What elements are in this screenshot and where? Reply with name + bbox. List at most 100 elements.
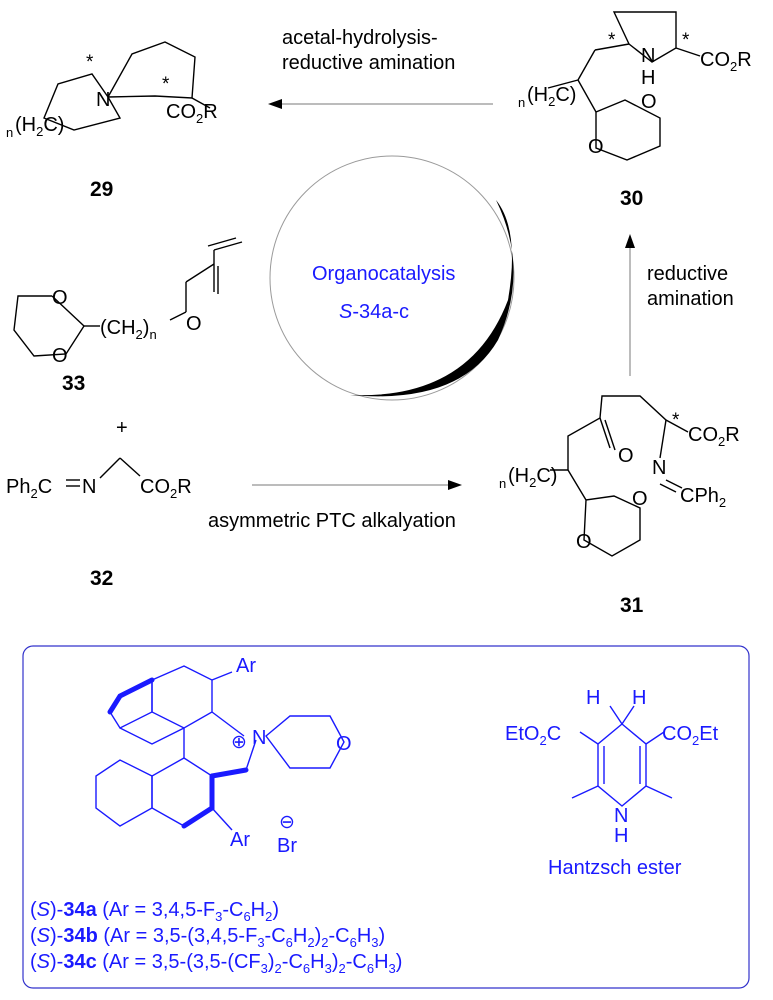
svg-text:(S)-34b (Ar = 3,5-(3,4,5-F3-C6: (S)-34b (Ar = 3,5-(3,4,5-F3-C6H2)2-C6H3) bbox=[30, 925, 385, 950]
c30-ester-sub: 2 bbox=[730, 59, 737, 74]
cat-O: O bbox=[336, 733, 352, 755]
legend-34a-desc: (Ar = 3,4,5-F bbox=[97, 899, 215, 921]
compound-30: N H * * CO2R O O n (H2C) 30 bbox=[518, 11, 752, 210]
c30-star2: * bbox=[682, 30, 690, 51]
legend-34c-s: S bbox=[37, 951, 51, 973]
c32-ph: Ph bbox=[6, 476, 30, 498]
arrow-bottom-label: asymmetric PTC alkalyation bbox=[208, 510, 456, 532]
legend-34a-open: ( bbox=[30, 899, 37, 921]
svg-text:CO2R: CO2R bbox=[688, 424, 740, 449]
legend-34a-s: S bbox=[37, 899, 51, 921]
c29-group-left: (H bbox=[15, 114, 36, 136]
c32-N: N bbox=[82, 476, 96, 498]
c31-ester-co: CO bbox=[688, 424, 718, 446]
compound-32: Ph2C N CO2R 32 bbox=[6, 457, 192, 590]
legend-34c-close: )- bbox=[50, 951, 63, 973]
plus-sign: + bbox=[116, 417, 128, 439]
c31-O1: O bbox=[632, 488, 648, 510]
arrow-top-line2: reductive amination bbox=[282, 52, 455, 74]
hantzsch-ester: H H EtO2C CO2Et N H Hantzsch ester bbox=[505, 687, 719, 879]
center-s: S bbox=[339, 301, 353, 323]
compound-33: O O O (CH2)n 33 bbox=[13, 237, 243, 395]
c30-label: 30 bbox=[620, 187, 643, 210]
center-rest: -34a-c bbox=[352, 301, 409, 323]
c29-ester-sub: 2 bbox=[196, 111, 203, 126]
svg-text:Ph2C: Ph2C bbox=[6, 476, 52, 501]
svg-text:(S)-34c (Ar = 3,5-(3,5-(CF3)2-: (S)-34c (Ar = 3,5-(3,5-(CF3)2-C6H3)2-C6H… bbox=[30, 951, 402, 976]
c31-group-right: C) bbox=[536, 465, 557, 487]
arrow-right: reductive amination bbox=[625, 234, 734, 376]
c31-n: n bbox=[499, 476, 506, 491]
c33-O1: O bbox=[52, 287, 68, 309]
cat-minus: ⊖ bbox=[279, 812, 295, 833]
c30-group-right: C) bbox=[555, 84, 576, 106]
binaphthyl-ammonium: Ar Ar N O ⊕ ⊖ Br bbox=[95, 655, 352, 857]
c30-group-left: (H bbox=[527, 84, 548, 106]
c31-imine-c: CPh bbox=[680, 485, 719, 507]
svg-text:EtO2C: EtO2C bbox=[505, 723, 561, 748]
c32-ester-co: CO bbox=[140, 476, 170, 498]
c31-N: N bbox=[652, 457, 666, 479]
catalyst-legend: (S)-34a (Ar = 3,4,5-F3-C6H2) (S)-34b (Ar… bbox=[30, 899, 402, 976]
arrow-right-line2: amination bbox=[647, 288, 734, 310]
compound-29: N * * n (H2C) CO2R 29 bbox=[6, 41, 218, 201]
legend-34b-desc: (Ar = 3,5-(3,4,5-F bbox=[98, 925, 258, 947]
c32-ph-c: C bbox=[38, 476, 52, 498]
center-line1: Organocatalysis bbox=[312, 263, 455, 285]
cat-ar-bottom: Ar bbox=[230, 829, 250, 851]
c32-ph-sub: 2 bbox=[30, 486, 37, 501]
legend-34c-desc: (Ar = 3,5-(3,5-(CF bbox=[97, 951, 261, 973]
c31-imine-sub: 2 bbox=[719, 495, 726, 510]
c31-group-left: (H bbox=[508, 465, 529, 487]
legend-34a-cpd: 34a bbox=[63, 899, 97, 921]
svg-text:CO2Et: CO2Et bbox=[662, 723, 719, 748]
c29-star1: * bbox=[86, 52, 94, 73]
legend-34b-close: )- bbox=[50, 925, 63, 947]
c30-O2: O bbox=[588, 136, 604, 158]
he-NH-H: H bbox=[614, 825, 628, 847]
c29-n: n bbox=[6, 125, 13, 140]
c33-O3: O bbox=[186, 313, 202, 335]
legend-34b-s: S bbox=[37, 925, 51, 947]
c33-chain-sub: 2 bbox=[136, 327, 143, 342]
he-H1: H bbox=[586, 687, 600, 709]
c30-ester-co: CO bbox=[700, 49, 730, 71]
c31-label: 31 bbox=[620, 594, 644, 617]
he-H2: H bbox=[632, 687, 646, 709]
c29-group-right: C) bbox=[43, 114, 64, 136]
svg-text:CO2R: CO2R bbox=[700, 49, 752, 74]
c30-O1: O bbox=[641, 91, 657, 113]
c33-chain: (CH bbox=[100, 317, 136, 339]
svg-text:(CH2)n: (CH2)n bbox=[100, 317, 157, 342]
c30-n: n bbox=[518, 95, 525, 110]
c32-label: 32 bbox=[90, 567, 113, 590]
he-left-c: C bbox=[547, 723, 561, 745]
cat-br: Br bbox=[277, 835, 297, 857]
he-N: N bbox=[614, 805, 628, 827]
c29-group-sub: 2 bbox=[36, 124, 43, 139]
cat-plus: ⊕ bbox=[231, 732, 247, 753]
c31-O-ketone: O bbox=[618, 445, 634, 467]
legend-34b-cpd: 34b bbox=[63, 925, 97, 947]
c31-ester-r: R bbox=[725, 424, 739, 446]
c33-n: n bbox=[149, 327, 156, 342]
c33-O2: O bbox=[52, 345, 68, 367]
legend-34c-cpd: 34c bbox=[63, 951, 96, 973]
arrow-top-line1: acetal-hydrolysis- bbox=[282, 27, 438, 49]
svg-text:CPh2: CPh2 bbox=[680, 485, 726, 510]
c29-N: N bbox=[96, 89, 110, 111]
c29-star2: * bbox=[162, 74, 170, 95]
he-left-sub: 2 bbox=[539, 733, 546, 748]
catalyst-box: Ar Ar N O ⊕ ⊖ Br H H EtO2C CO2Et N H Han… bbox=[22, 645, 750, 989]
svg-text:(H2C): (H2C) bbox=[508, 465, 557, 490]
he-name: Hantzsch ester bbox=[548, 857, 682, 879]
c32-ester-sub: 2 bbox=[170, 486, 177, 501]
c32-ester-r: R bbox=[177, 476, 191, 498]
organocatalysis-cycle: Organocatalysis S-34a-c bbox=[269, 155, 515, 401]
he-right-et: Et bbox=[699, 723, 718, 745]
svg-text:(H2C): (H2C) bbox=[15, 114, 64, 139]
c31-O2: O bbox=[576, 531, 592, 553]
legend-34c-open: ( bbox=[30, 951, 37, 973]
c29-label: 29 bbox=[90, 178, 113, 201]
